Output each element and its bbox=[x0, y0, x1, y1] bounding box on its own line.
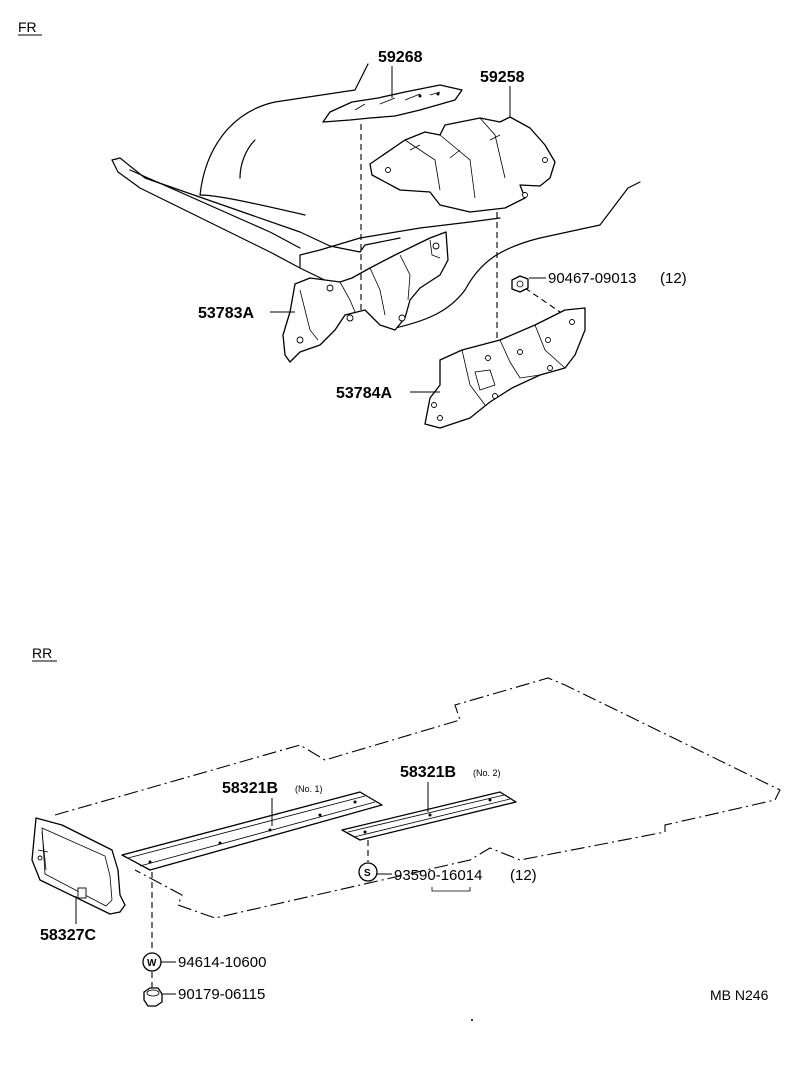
part-53783A-shield bbox=[282, 231, 449, 363]
label-58321B-no1-note: (No. 1) bbox=[295, 784, 323, 794]
label-53784A: 53784A bbox=[336, 385, 392, 402]
nut-90179-icon bbox=[143, 987, 163, 1007]
label-59258: 59258 bbox=[480, 69, 525, 86]
label-58321B-no2-note: (No. 2) bbox=[473, 768, 501, 778]
alignment-line-bolt bbox=[524, 287, 561, 313]
label-90179: 90179-06115 bbox=[178, 986, 265, 1003]
section-label-rear: RR bbox=[32, 645, 52, 661]
label-90467-qty: (12) bbox=[660, 270, 687, 287]
part-53784A-shield bbox=[424, 307, 586, 429]
part-58321B-no1-strip bbox=[121, 791, 383, 871]
label-93590: 93590-16014 bbox=[394, 867, 482, 884]
label-58321B-no1: 58321B bbox=[222, 780, 278, 797]
part-59268-bracket bbox=[322, 84, 463, 123]
screw-s-icon: S bbox=[358, 862, 378, 882]
rear-section: RR 58327C 58321B (No. 1) bbox=[31, 645, 781, 1021]
part-58321B-no2-strip bbox=[341, 791, 517, 841]
front-floor-body bbox=[111, 63, 641, 329]
label-90467: 90467-09013 bbox=[548, 270, 636, 287]
washer-w-icon: W bbox=[142, 952, 162, 972]
label-59268: 59268 bbox=[378, 49, 423, 66]
front-section: FR 59268 bbox=[18, 19, 687, 429]
diagram-code: MB N246 bbox=[710, 987, 769, 1003]
label-93590-qty: (12) bbox=[510, 867, 537, 884]
label-94614: 94614-10600 bbox=[178, 954, 266, 971]
part-58327C-panel bbox=[31, 817, 126, 915]
washer-badge-letter: W bbox=[147, 958, 157, 969]
part-59258-shield bbox=[369, 116, 556, 213]
label-58327C: 58327C bbox=[40, 927, 96, 944]
screw-badge-letter: S bbox=[364, 868, 371, 879]
bolt-90467-icon bbox=[511, 275, 529, 293]
label-53783A: 53783A bbox=[198, 305, 254, 322]
rear-floor-outline bbox=[54, 677, 781, 919]
section-label-front: FR bbox=[18, 19, 37, 35]
label-58321B-no2: 58321B bbox=[400, 764, 456, 781]
